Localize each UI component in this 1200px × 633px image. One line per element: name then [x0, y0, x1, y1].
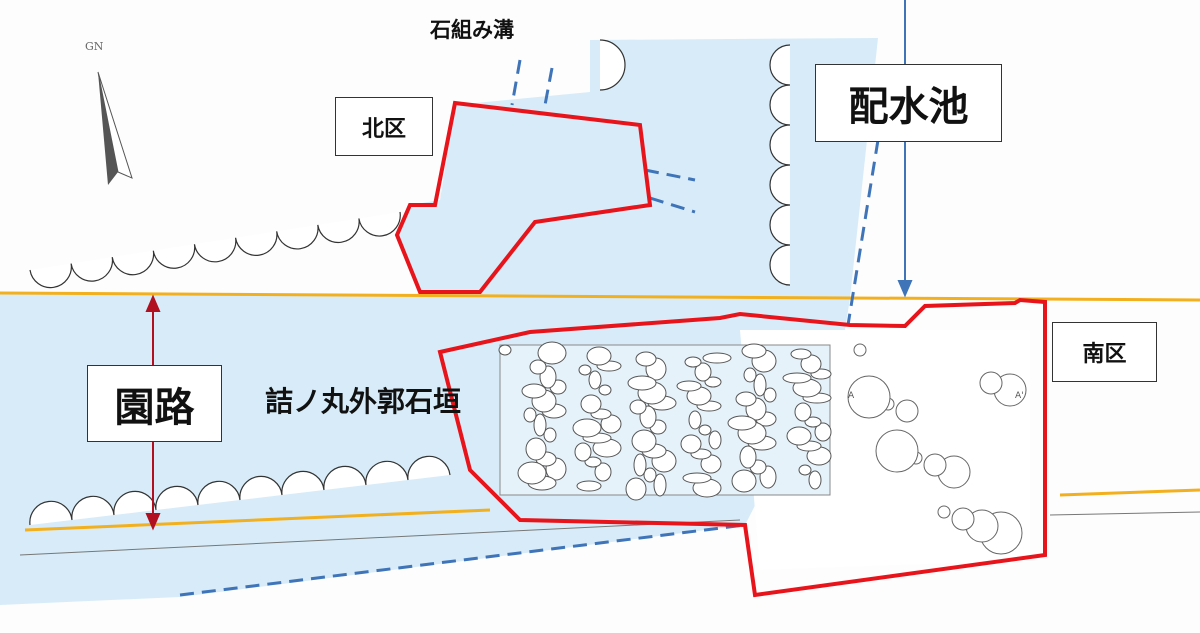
stone: [875, 429, 919, 473]
stone: [580, 394, 602, 414]
stone: [804, 416, 822, 428]
stone: [979, 371, 1003, 395]
north-arrow-icon: [97, 71, 133, 185]
south-area-label: 南区: [1052, 322, 1157, 382]
stone: [584, 456, 602, 468]
stone: [625, 477, 647, 501]
stone: [814, 422, 832, 442]
south-boundary: [437, 297, 1047, 598]
stone: [782, 372, 812, 384]
stone: [763, 387, 777, 403]
stone: [525, 437, 547, 461]
road-line-right: [1059, 488, 1200, 497]
stone: [923, 453, 947, 477]
road-line-bottom: [24, 508, 491, 532]
stone: [808, 470, 822, 490]
stone: [643, 467, 657, 483]
stone: [694, 362, 712, 382]
stone: [753, 373, 767, 397]
stone: [727, 415, 757, 431]
stone: [543, 427, 557, 443]
stone: [739, 445, 757, 469]
path-width-arrow: [145, 294, 161, 531]
reservoir-label: 配水池: [815, 64, 1002, 142]
scallop-wall: [769, 44, 791, 286]
stone: [786, 426, 812, 446]
stone: [684, 356, 702, 368]
stone: [594, 462, 612, 482]
stone: [702, 352, 732, 364]
reservoir-arrow: [897, 0, 913, 298]
north-mark: GN: [85, 40, 104, 53]
north-boundary: [394, 100, 653, 294]
stone: [576, 480, 602, 492]
stone-wall-label: 詰ノ丸外郭石垣: [265, 385, 462, 418]
dashed-lines: [179, 59, 880, 597]
scallop-wall: [29, 455, 451, 526]
stone: [523, 407, 537, 423]
north-area-label: 北区: [335, 97, 433, 156]
stone: [572, 418, 602, 438]
stone: [708, 430, 722, 450]
road-line-top: [0, 291, 1200, 302]
stone: [937, 505, 951, 519]
stone: [680, 434, 702, 454]
stone: [731, 469, 757, 493]
stone: [629, 399, 647, 415]
stone: [586, 346, 612, 366]
stone: [517, 461, 547, 485]
stone: [529, 359, 547, 375]
garden-path-label: 園路: [87, 365, 222, 442]
stone: [704, 376, 722, 388]
upper-area: [395, 38, 878, 298]
stone-drawing: [498, 341, 1027, 555]
stone: [521, 383, 547, 399]
stone: [790, 348, 812, 360]
stone: [853, 343, 867, 357]
stone: [741, 343, 767, 359]
section-a-prime: A': [1015, 391, 1024, 401]
stone: [574, 442, 592, 462]
stone: [537, 341, 567, 365]
stone: [627, 375, 657, 391]
stone: [635, 351, 657, 367]
stone: [631, 429, 657, 453]
stone: [533, 413, 547, 437]
stone: [498, 344, 512, 356]
stone: [735, 391, 757, 407]
stone: [847, 375, 891, 419]
stone: [798, 464, 812, 476]
stone: [698, 424, 712, 436]
scallop-wall: [29, 211, 401, 289]
stone: [951, 507, 975, 531]
stone: [633, 453, 647, 477]
stone: [895, 399, 919, 423]
stone: [682, 472, 712, 484]
stone: [743, 367, 757, 383]
stone: [676, 380, 702, 392]
section-a: A: [848, 391, 855, 401]
stone: [598, 384, 612, 396]
stone-ditch-label: 石組み溝: [430, 18, 514, 42]
scallop-wall: [599, 39, 626, 91]
stone: [653, 473, 667, 497]
stone: [578, 364, 592, 376]
stone: [794, 402, 812, 422]
stone: [588, 370, 602, 390]
stone: [688, 410, 702, 430]
